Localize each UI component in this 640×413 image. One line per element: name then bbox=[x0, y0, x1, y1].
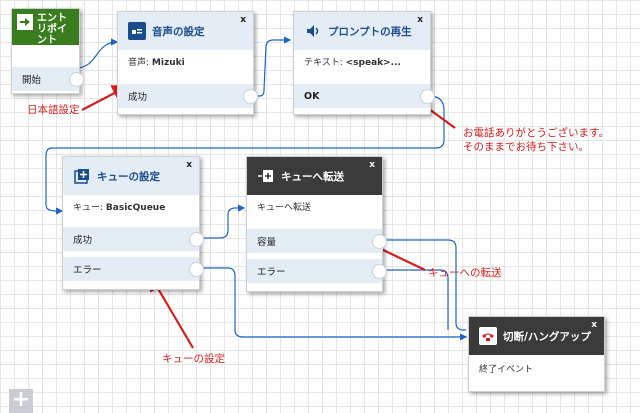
branch-voice-success-port[interactable] bbox=[243, 89, 258, 104]
add-block-button[interactable]: + bbox=[9, 389, 33, 413]
branch-voice-success[interactable]: 成功 bbox=[118, 84, 258, 108]
set-queue-block[interactable]: キューの設定 x キュー: BasicQueue 成功 エラー bbox=[62, 156, 204, 290]
set-queue-close-button[interactable]: x bbox=[186, 160, 192, 170]
annotation-prompt-line2: そのままでお待ち下さい。 bbox=[463, 141, 589, 153]
entry-point-block[interactable]: エントリポイント 開始 bbox=[11, 8, 84, 94]
disconnect-header: 切断/ハングアップ x bbox=[469, 317, 604, 355]
branch-queue-error-port[interactable] bbox=[189, 262, 204, 277]
set-queue-title: キューの設定 bbox=[97, 170, 160, 183]
wire-transfer-error-to-hangup bbox=[381, 269, 449, 330]
entry-point-header: エントリポイント bbox=[12, 9, 79, 45]
play-prompt-block[interactable]: プロンプトの再生 x テキスト: <speak>... OK bbox=[293, 11, 435, 115]
set-voice-detail: 音声: Mizuki bbox=[128, 58, 185, 68]
branch-start[interactable]: 開始 bbox=[12, 67, 84, 91]
wire-queue-success-to-transfer bbox=[198, 204, 246, 239]
set-queue-detail: キュー: BasicQueue bbox=[73, 203, 166, 213]
annotation-queue: キューの設定 bbox=[162, 353, 225, 365]
branch-transfer-error-port[interactable] bbox=[372, 264, 387, 279]
disconnect-title: 切断/ハングアップ bbox=[503, 330, 591, 343]
branch-queue-success[interactable]: 成功 bbox=[63, 227, 204, 251]
annotation-prompt-line1: お電話ありがとうございます。 bbox=[463, 127, 609, 139]
play-prompt-title: プロンプトの再生 bbox=[328, 25, 412, 38]
play-prompt-detail: テキスト: <speak>... bbox=[304, 58, 401, 68]
annotation-voice: 日本語設定 bbox=[27, 104, 80, 116]
branch-transfer-full-label: 容量 bbox=[257, 237, 277, 248]
play-prompt-close-button[interactable]: x bbox=[417, 15, 423, 25]
branch-queue-error-label: エラー bbox=[73, 265, 102, 276]
branch-voice-success-label: 成功 bbox=[128, 92, 148, 103]
wire-voice-to-prompt bbox=[252, 36, 292, 97]
set-voice-block[interactable]: 音声の設定 x 音声: Mizuki 成功 bbox=[117, 11, 258, 115]
branch-queue-success-label: 成功 bbox=[73, 235, 93, 246]
arrow-right-icon bbox=[17, 14, 33, 30]
transfer-icon bbox=[257, 167, 275, 185]
set-queue-header: キューの設定 x bbox=[63, 157, 199, 195]
play-prompt-header: プロンプトの再生 x bbox=[294, 12, 430, 50]
wire-prompt-to-queue bbox=[45, 95, 445, 215]
annotation-transfer: キューへの転送 bbox=[428, 267, 502, 279]
branch-transfer-full-port[interactable] bbox=[372, 234, 387, 249]
set-voice-close-button[interactable]: x bbox=[240, 15, 246, 25]
branch-transfer-full[interactable]: 容量 bbox=[247, 229, 387, 253]
wire-queue-error-to-hangup bbox=[198, 267, 468, 341]
transfer-to-queue-detail: キューへ転送 bbox=[257, 203, 312, 213]
branch-start-port[interactable] bbox=[69, 72, 84, 87]
wire-transfer-full-to-hangup bbox=[381, 239, 466, 331]
branch-transfer-error-label: エラー bbox=[257, 267, 286, 278]
transfer-to-queue-header: キューへ転送 x bbox=[247, 157, 382, 195]
transfer-to-queue-title: キューへ転送 bbox=[281, 170, 344, 183]
speaker-icon bbox=[304, 22, 322, 40]
set-voice-title: 音声の設定 bbox=[152, 25, 205, 38]
voice-icon bbox=[128, 22, 146, 40]
entry-point-title: エントリポイント bbox=[37, 13, 67, 45]
queue-icon bbox=[73, 167, 91, 185]
hangup-phone-icon bbox=[479, 327, 497, 345]
wire-entry-to-voice bbox=[75, 38, 119, 69]
branch-prompt-ok[interactable]: OK bbox=[294, 84, 435, 108]
set-voice-header: 音声の設定 x bbox=[118, 12, 253, 50]
branch-queue-error[interactable]: エラー bbox=[63, 257, 204, 281]
disconnect-block[interactable]: 切断/ハングアップ x 終了イベント bbox=[468, 316, 605, 392]
transfer-to-queue-block[interactable]: キューへ転送 x キューへ転送 容量 エラー bbox=[246, 156, 387, 292]
disconnect-detail: 終了イベント bbox=[479, 365, 534, 375]
branch-transfer-error[interactable]: エラー bbox=[247, 259, 387, 283]
disconnect-close-button[interactable]: x bbox=[591, 320, 597, 330]
branch-prompt-ok-port[interactable] bbox=[420, 89, 435, 104]
branch-prompt-ok-label: OK bbox=[304, 90, 320, 102]
branch-start-label: 開始 bbox=[22, 75, 42, 86]
transfer-to-queue-close-button[interactable]: x bbox=[369, 160, 375, 170]
branch-queue-success-port[interactable] bbox=[189, 232, 204, 247]
